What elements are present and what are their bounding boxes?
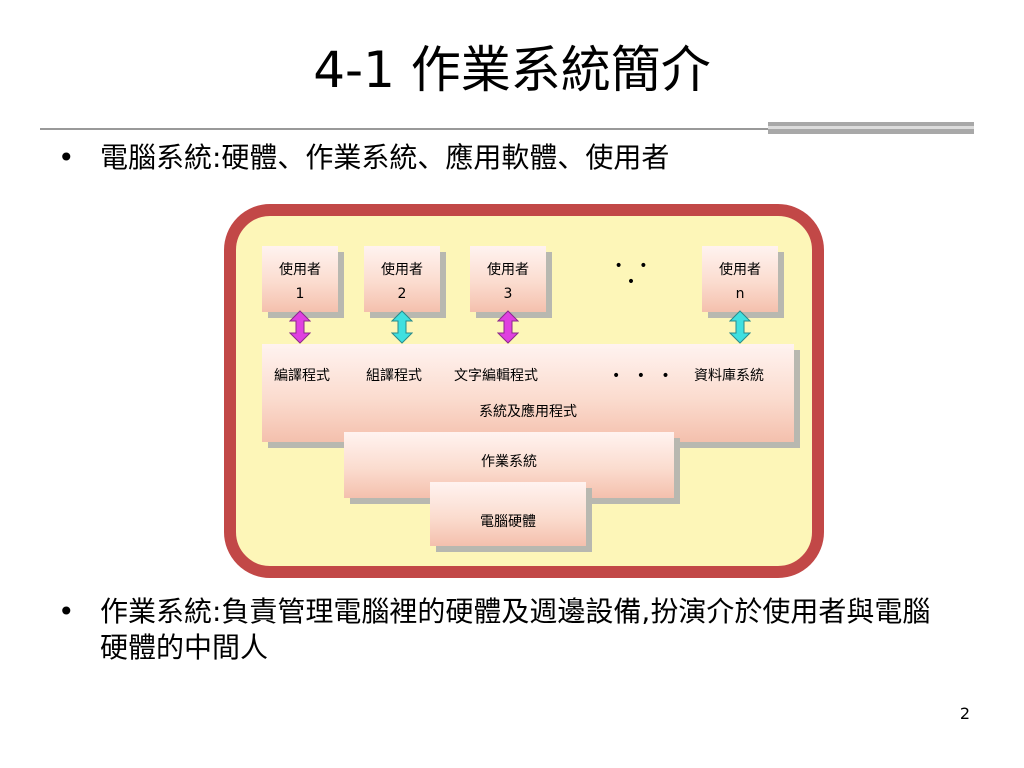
- program-label: 編譯程式: [274, 368, 330, 384]
- programs-ellipsis: • • •: [612, 368, 676, 384]
- program-label: 組譯程式: [366, 368, 422, 384]
- user-label: 使用者: [279, 262, 321, 278]
- bullet-text: 電腦系統:硬體、作業系統、應用軟體、使用者: [100, 141, 670, 174]
- slide-title: 4-1 作業系統簡介: [313, 41, 711, 99]
- bullet-marker: •: [58, 595, 75, 628]
- double-arrow-icon: [391, 310, 413, 344]
- user-index: n: [735, 286, 745, 302]
- os-layer-label: 作業系統: [481, 454, 537, 470]
- bullet-text: 作業系統:負責管理電腦裡的硬體及週邊設備,扮演介於使用者與電腦硬體的中間人: [100, 595, 931, 664]
- double-arrow-icon: [729, 310, 751, 344]
- title-divider-accent: [768, 122, 974, 134]
- user-index: 3: [503, 286, 513, 302]
- users-ellipsis: • • •: [614, 258, 654, 290]
- double-arrow-icon: [289, 310, 311, 344]
- user-box-1: 使用者 1: [262, 246, 338, 312]
- apps-layer-label: 系統及應用程式: [479, 404, 577, 420]
- user-box-3: 使用者 3: [470, 246, 546, 312]
- user-index: 2: [397, 286, 407, 302]
- bullet-item: • 電腦系統:硬體、作業系統、應用軟體、使用者: [58, 140, 958, 180]
- user-box-2: 使用者 2: [364, 246, 440, 312]
- user-label: 使用者: [719, 262, 761, 278]
- page-number: 2: [959, 704, 970, 723]
- bullet-marker: •: [58, 141, 75, 174]
- hardware-layer: 電腦硬體: [430, 482, 586, 546]
- user-label: 使用者: [381, 262, 423, 278]
- apps-layer: 編譯程式 組譯程式 文字編輯程式 • • • 資料庫系統 系統及應用程式: [262, 344, 794, 442]
- double-arrow-icon: [497, 310, 519, 344]
- user-box-n: 使用者 n: [702, 246, 778, 312]
- title-divider: [40, 128, 770, 130]
- user-index: 1: [295, 286, 305, 302]
- hardware-layer-label: 電腦硬體: [480, 514, 536, 530]
- user-label: 使用者: [487, 262, 529, 278]
- program-label: 文字編輯程式: [454, 368, 538, 384]
- bullet-item: • 作業系統:負責管理電腦裡的硬體及週邊設備,扮演介於使用者與電腦硬體的中間人: [58, 594, 958, 674]
- program-label: 資料庫系統: [694, 368, 764, 384]
